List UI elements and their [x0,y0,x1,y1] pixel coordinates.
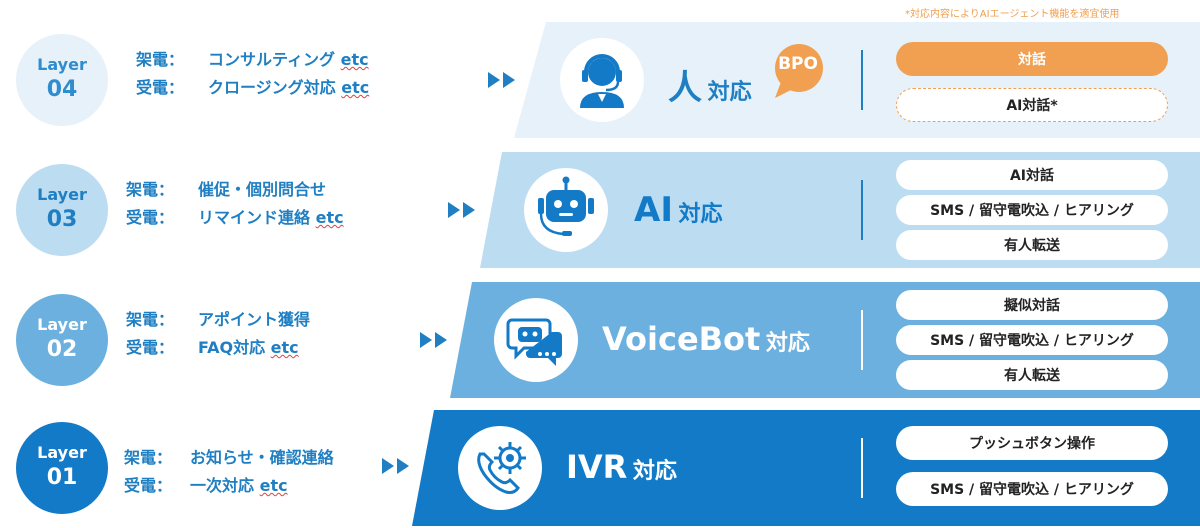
operator-headset-icon [560,38,644,122]
option-human-transfer: 有人転送 [896,230,1168,260]
inbound-text: クロージング対応 [208,78,336,97]
option-human-transfer: 有人転送 [896,360,1168,390]
layer-02-calls: 架電：アポイント獲得 受電：FAQ対応 etc [126,310,311,357]
robot-headset-icon [524,168,608,252]
option-sms-voicemail-hearing: SMS / 留守電吹込 / ヒアリング [896,472,1168,506]
layer-03-title: AI 対応 [634,190,723,230]
outbound-text: コンサルティング [208,50,336,69]
option-pseudo-dialog: 擬似対話 [896,290,1168,320]
layer-03-calls: 架電：催促・個別問合せ 受電：リマインド連絡 etc [126,180,344,227]
double-arrow-icon [488,72,515,88]
layer-03-row: Layer 03 架電：催促・個別問合せ 受電：リマインド連絡 etc AI 対… [0,152,1200,268]
layer-01-calls: 架電：お知らせ・確認連絡 受電：一次対応 etc [124,448,334,495]
layer-01-divider [861,438,863,498]
layer-02-divider [861,310,863,370]
layer-04-divider [861,50,863,110]
layer-04-row: Layer 04 架電：コンサルティング etc 受電：クロージング対応 etc… [0,22,1200,138]
layer-01-title: IVR 対応 [566,448,677,486]
inbound-text: 一次対応 [190,476,255,495]
phone-gear-icon [458,426,542,510]
layer-04-title: 人 対応 [668,68,752,108]
option-sms-voicemail-hearing: SMS / 留守電吹込 / ヒアリング [896,195,1168,225]
note-text: *対応内容によりAIエージェント機能を適宜使用 [905,9,1120,20]
option-sms-voicemail-hearing: SMS / 留守電吹込 / ヒアリング [896,325,1168,355]
layer-04-calls: 架電：コンサルティング etc 受電：クロージング対応 etc [136,50,370,97]
inbound-text: FAQ対応 [198,338,266,357]
layer-02-title: VoiceBot 対応 [602,320,810,358]
layer-04-badge: Layer 04 [16,34,108,126]
outbound-text: お知らせ・確認連絡 [190,448,334,467]
option-dialog: 対話 [896,42,1168,76]
outbound-text: 催促・個別問合せ [198,180,327,199]
layer-03-divider [861,180,863,240]
layer-01-badge: Layer 01 [16,422,108,514]
double-arrow-icon [382,458,409,474]
layer-03-badge: Layer 03 [16,164,108,256]
option-ai-dialog: AI対話 [896,160,1168,190]
layer-02-row: Layer 02 架電：アポイント獲得 受電：FAQ対応 etc VoiceBo… [0,282,1200,398]
option-push-button: プッシュボタン操作 [896,426,1168,460]
double-arrow-icon [420,332,447,348]
layer-02-badge: Layer 02 [16,294,108,386]
layer-01-row: Layer 01 架電：お知らせ・確認連絡 受電：一次対応 etc IVR 対応… [0,410,1200,526]
inbound-text: リマインド連絡 [198,208,311,227]
option-ai-dialog: AI対話* [896,88,1168,122]
chatbot-icon [494,298,578,382]
outbound-text: アポイント獲得 [198,310,311,329]
double-arrow-icon [448,202,475,218]
bpo-badge: BPO [769,44,829,98]
speech-bubble-shape [775,44,823,98]
